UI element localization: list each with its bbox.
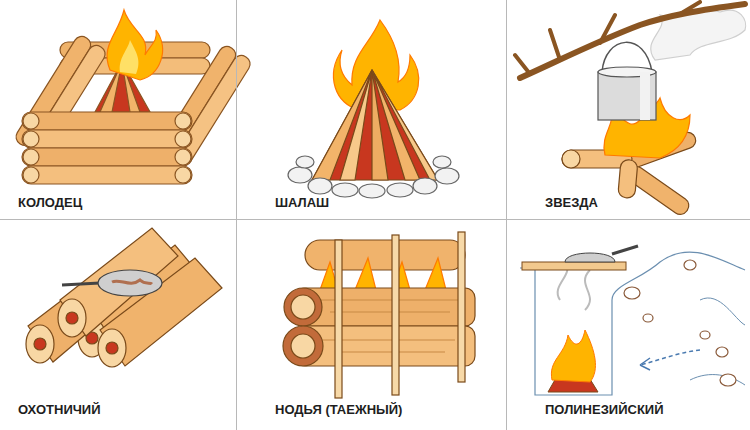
hunter-fire [26,228,222,367]
fire-panel: ШАЛАШ [237,0,507,220]
well-fire [13,10,253,184]
fire-type-label: ОХОТНИЧИЙ [18,402,101,418]
polynesian-fire [520,246,745,395]
fire-panel: ОХОТНИЧИЙ [0,220,237,430]
fire-panel: НОДЬЯ (ТАЕЖНЫЙ) [237,220,507,430]
tepee-fire [288,20,459,198]
fire-panel: КОЛОДЕЦ [0,0,237,220]
fire-type-label: ШАЛАШ [275,195,329,211]
fire-panel: ЗВЕЗДА [507,0,750,220]
fire-type-label: НОДЬЯ (ТАЕЖНЫЙ) [275,402,402,418]
fire-panel: ПОЛИНЕЗИЙСКИЙ [507,220,750,430]
fire-type-label: ЗВЕЗДА [545,195,598,211]
star-fire [515,2,746,218]
nodya-fire [283,232,475,398]
fire-type-label: ПОЛИНЕЗИЙСКИЙ [545,402,664,418]
fire-type-label: КОЛОДЕЦ [18,195,82,211]
